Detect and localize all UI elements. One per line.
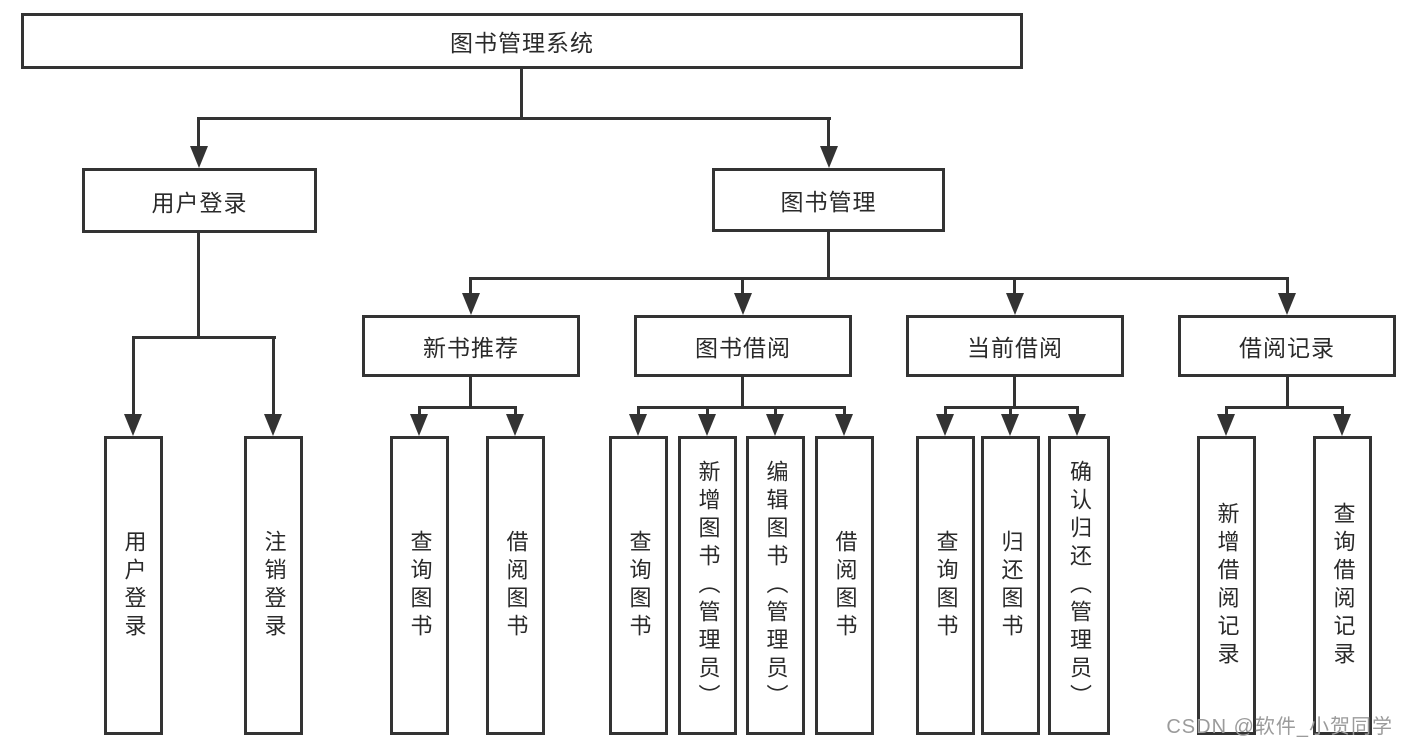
node-label: 新书推荐 [423, 335, 519, 361]
arrowhead [698, 414, 716, 436]
arrowhead [1068, 414, 1086, 436]
connector-stem [197, 232, 200, 336]
connector-stem [1013, 377, 1016, 408]
connector-stem [1076, 406, 1079, 416]
leaf-label: 借阅图书 [503, 529, 529, 642]
connector-stem [1341, 406, 1344, 416]
connector-stem [827, 231, 830, 277]
leaf-label: 查询借阅记录 [1330, 501, 1356, 670]
arrowhead [936, 414, 954, 436]
connector-stem [418, 406, 421, 416]
leaf-label: 注销登录 [261, 529, 287, 642]
node-label: 用户登录 [151, 189, 248, 216]
leaf-edit-books-admin: 编辑图书（管理员） [746, 436, 805, 735]
connector-stem [774, 406, 777, 416]
leaf-query-books-3: 查询图书 [916, 436, 975, 735]
connector-stem [706, 406, 709, 416]
arrowhead [1278, 293, 1296, 315]
arrowhead [766, 414, 784, 436]
node-label: 借阅记录 [1239, 335, 1335, 361]
leaf-label: 新增图书（管理员） [695, 459, 721, 712]
connector-stem [469, 377, 472, 408]
node-book-management: 图书管理 [712, 168, 945, 232]
arrowhead [1001, 414, 1019, 436]
connector-stem [132, 336, 135, 416]
arrowhead [1217, 414, 1235, 436]
arrowhead [190, 146, 208, 168]
arrowhead [124, 414, 142, 436]
connector-stem [1286, 377, 1289, 408]
leaf-confirm-return-admin: 确认归还（管理员） [1048, 436, 1110, 735]
arrowhead [835, 414, 853, 436]
leaf-label: 用户登录 [121, 529, 147, 642]
node-user-login: 用户登录 [82, 168, 317, 233]
connector-stem [741, 277, 744, 295]
leaf-query-books-2: 查询图书 [609, 436, 668, 735]
leaf-return-books: 归还图书 [981, 436, 1040, 735]
node-root: 图书管理系统 [21, 13, 1023, 69]
connector-stem [843, 406, 846, 416]
connector-bar [1225, 406, 1344, 409]
node-label: 图书管理 [780, 189, 877, 215]
arrowhead [410, 414, 428, 436]
connector-stem [520, 69, 523, 119]
leaf-query-borrow-record: 查询借阅记录 [1313, 436, 1372, 735]
connector-stem [637, 406, 640, 416]
connector-stem [741, 377, 744, 408]
node-borrow-records: 借阅记录 [1178, 315, 1396, 377]
connector-stem [1009, 406, 1012, 416]
connector-stem [197, 117, 200, 148]
connector-bar [198, 117, 831, 120]
connector-bar [132, 336, 276, 339]
connector-bar [637, 406, 846, 409]
connector-stem [827, 117, 830, 148]
arrowhead [1006, 293, 1024, 315]
leaf-query-books-1: 查询图书 [390, 436, 449, 735]
node-label: 当前借阅 [967, 335, 1063, 361]
connector-bar [418, 406, 517, 409]
leaf-borrow-books-2: 借阅图书 [815, 436, 874, 735]
node-new-book-recommend: 新书推荐 [362, 315, 580, 377]
leaf-add-books-admin: 新增图书（管理员） [678, 436, 737, 735]
leaf-label: 借阅图书 [832, 529, 858, 642]
node-book-borrow: 图书借阅 [634, 315, 852, 377]
leaf-label: 归还图书 [998, 529, 1024, 642]
node-current-borrow: 当前借阅 [906, 315, 1124, 377]
leaf-label: 确认归还（管理员） [1067, 459, 1092, 712]
leaf-user-login: 用户登录 [104, 436, 163, 735]
connector-stem [469, 277, 472, 295]
arrowhead [462, 293, 480, 315]
connector-stem [1225, 406, 1228, 416]
arrowhead [1333, 414, 1351, 436]
connector-stem [1013, 277, 1016, 295]
connector-stem [944, 406, 947, 416]
leaf-label: 新增借阅记录 [1214, 501, 1240, 670]
arrowhead [820, 146, 838, 168]
connector-stem [272, 336, 275, 416]
connector-stem [514, 406, 517, 416]
arrowhead [506, 414, 524, 436]
connector-stem [1286, 277, 1289, 295]
leaf-label: 编辑图书（管理员） [763, 459, 789, 712]
leaf-logout: 注销登录 [244, 436, 303, 735]
connector-bar [469, 277, 1289, 280]
arrowhead [629, 414, 647, 436]
leaf-borrow-books-1: 借阅图书 [486, 436, 545, 735]
leaf-label: 查询图书 [933, 529, 959, 642]
leaf-label: 查询图书 [626, 529, 652, 642]
arrowhead [734, 293, 752, 315]
node-label: 图书管理系统 [450, 30, 594, 56]
node-label: 图书借阅 [695, 335, 791, 361]
leaf-add-borrow-record: 新增借阅记录 [1197, 436, 1256, 735]
arrowhead [264, 414, 282, 436]
leaf-label: 查询图书 [407, 529, 433, 642]
